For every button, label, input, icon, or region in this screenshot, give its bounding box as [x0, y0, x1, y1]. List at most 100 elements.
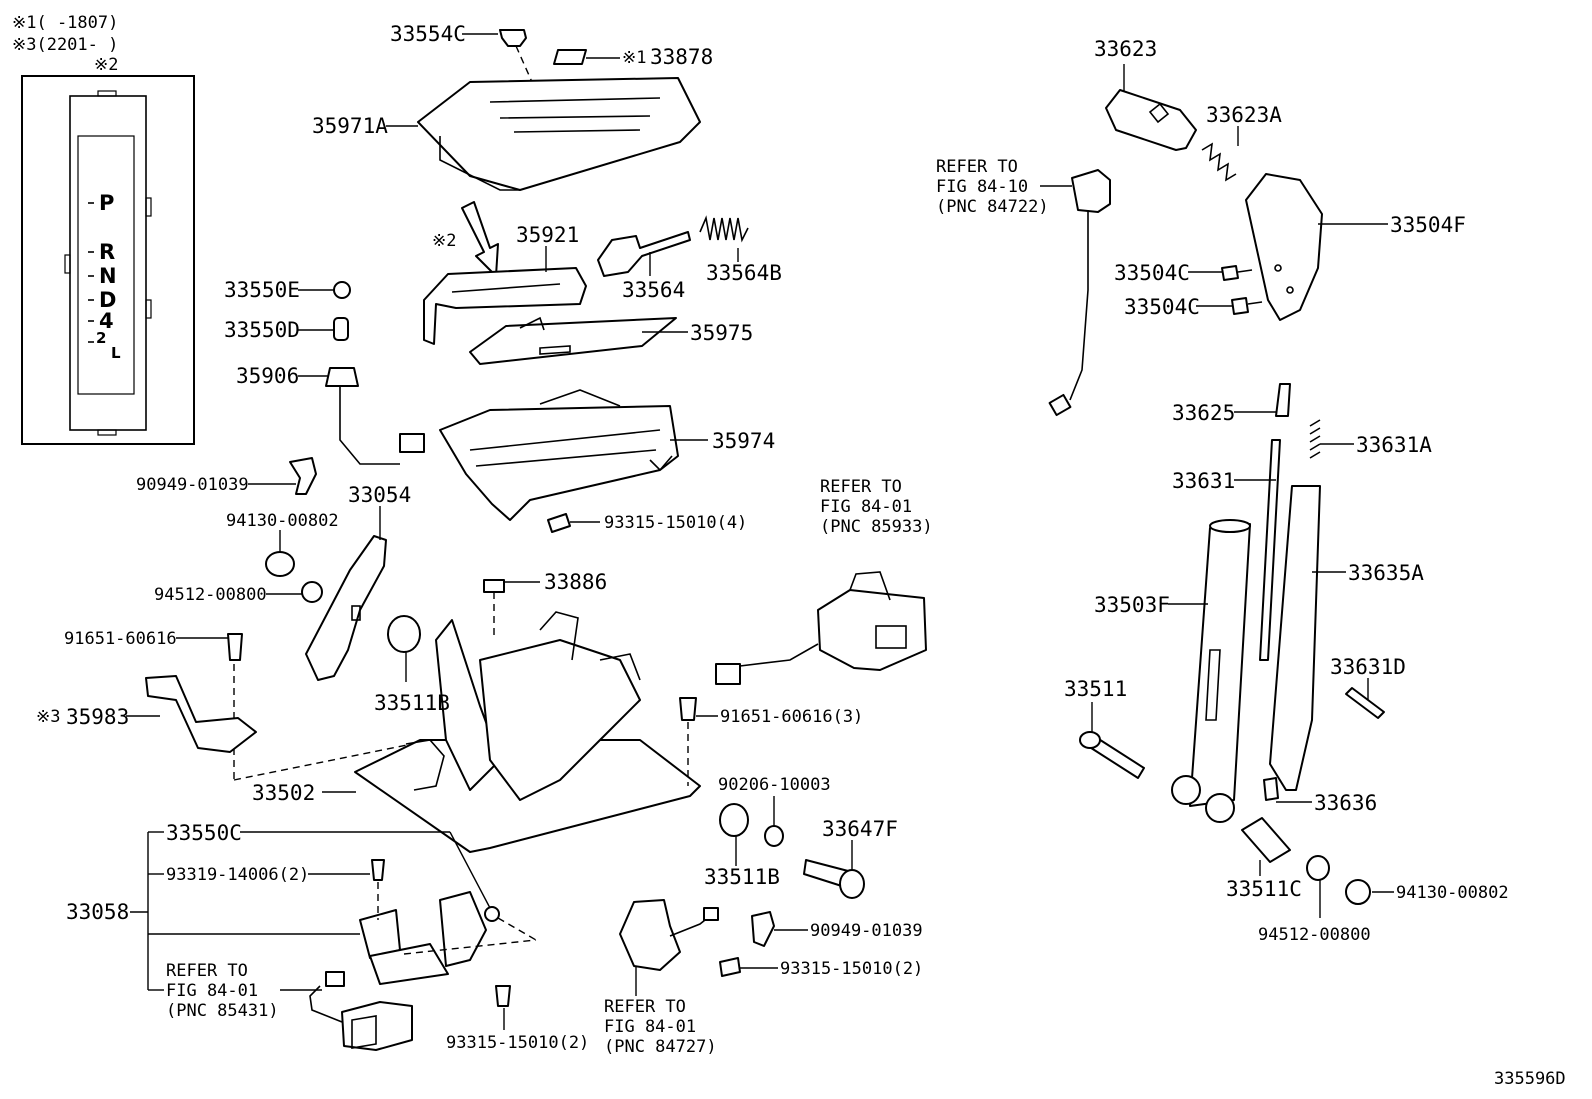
svg-text:(PNC 84727): (PNC 84727) [604, 1037, 717, 1057]
part-33631D [1345, 687, 1385, 719]
inset-mark: ※2 [94, 55, 118, 75]
part-93315-15010-2b [719, 957, 741, 977]
label-33631D: 33631D [1330, 655, 1406, 679]
plug-84722 [1048, 393, 1072, 417]
label-93315-15010-2a: 93315-15010(2) [446, 1033, 589, 1053]
base-body [479, 639, 641, 801]
label-33631: 33631 [1172, 469, 1235, 493]
shift-base-group [233, 579, 701, 853]
label-33511B-a: 33511B [374, 691, 450, 715]
label-33554C: 33554C [390, 22, 466, 46]
solenoid-group [309, 859, 537, 1051]
label-90949-01039-b: 90949-01039 [810, 921, 923, 941]
part-91651-60616-a [227, 633, 243, 661]
label-33504C-a: 33504C [1114, 261, 1190, 285]
label-33635A: 33635A [1348, 561, 1424, 585]
label-35906: 35906 [236, 364, 299, 388]
label-33504F: 33504F [1390, 213, 1466, 237]
label-33623A: 33623A [1206, 103, 1282, 127]
part-33631 [1259, 439, 1281, 661]
svg-text:FIG 84-01: FIG 84-01 [604, 1017, 696, 1037]
screw-93315-4 [547, 513, 571, 533]
label-33623: 33623 [1094, 37, 1157, 61]
label-33511C: 33511C [1226, 877, 1302, 901]
part-35906 [325, 367, 359, 387]
svg-text:REFER TO: REFER TO [166, 961, 248, 981]
part-labels: 33554C ※1 33878 35971A ※2 35921 33564 33… [36, 22, 1566, 1089]
svg-text:(PNC 85933): (PNC 85933) [820, 517, 933, 537]
label-33625: 33625 [1172, 401, 1235, 425]
part-33554C [499, 29, 527, 47]
svg-text:FIG 84-01: FIG 84-01 [820, 497, 912, 517]
shift-cover-group [417, 29, 749, 533]
solenoid-85431 [341, 1001, 413, 1051]
note-1: ※1( -1807) [12, 13, 118, 33]
part-33636 [1263, 777, 1279, 801]
shift-knob-group [1048, 89, 1323, 417]
gate-l: L [111, 344, 121, 362]
part-33511B-a [387, 615, 421, 653]
part-91651-60616-3 [679, 697, 697, 721]
shift-lever-group [1079, 383, 1385, 905]
label-94512-00800-b: 94512-00800 [1258, 925, 1371, 945]
gate-4: 4 [99, 309, 114, 333]
part-35921 [423, 267, 587, 345]
part-35974 [439, 405, 679, 521]
diagram-id: 335596D [1494, 1069, 1566, 1089]
refer-85933: REFER TO FIG 84-01 (PNC 85933) [820, 477, 933, 537]
part-33623 [1105, 89, 1197, 151]
plug-85933 [715, 663, 741, 685]
refer-84727: REFER TO FIG 84-01 (PNC 84727) [604, 997, 717, 1057]
gate-r: R [99, 240, 115, 264]
part-33058-plate [369, 943, 449, 985]
part-35975 [469, 317, 677, 365]
plug-84727 [703, 907, 719, 921]
part-94512-00800-a [301, 581, 323, 603]
part-33635A [1269, 485, 1321, 791]
switch-84727-group [619, 803, 865, 977]
refer-85431: REFER TO FIG 84-01 (PNC 85431) [166, 961, 279, 1021]
part-33511C [1241, 817, 1291, 863]
label-35974: 35974 [712, 429, 775, 453]
gate-2: 2 [96, 329, 106, 347]
part-33564 [597, 231, 691, 277]
part-90949-01039-b [751, 911, 775, 947]
label-90949-01039-a: 90949-01039 [136, 475, 249, 495]
part-94512-00800-b [1306, 855, 1330, 881]
note-3: ※3(2201- ) [12, 35, 118, 55]
part-33511B-b [719, 803, 749, 837]
svg-text:REFER TO: REFER TO [820, 477, 902, 497]
svg-text:REFER TO: REFER TO [936, 157, 1018, 177]
part-33504C-a [1221, 265, 1239, 281]
label-33054: 33054 [348, 483, 411, 507]
switch-84727 [619, 899, 681, 971]
leader-lines [126, 33, 1394, 1030]
part-94130-00802-a [265, 551, 295, 577]
part-33878 [553, 49, 587, 65]
gate-n: N [99, 264, 117, 288]
part-33886 [483, 579, 505, 593]
label-33631A: 33631A [1356, 433, 1432, 457]
svg-text:FIG 84-10: FIG 84-10 [936, 177, 1028, 197]
label-93319-14006-2: 93319-14006(2) [166, 865, 309, 885]
svg-text:FIG 84-01: FIG 84-01 [166, 981, 258, 1001]
gate-indicator-inset: ※1( -1807) ※3(2201- ) ※2 P R N D 4 2 L [12, 13, 195, 445]
lever-pivot-b [1205, 793, 1235, 823]
label-93315-15010-2b: 93315-15010(2) [780, 959, 923, 979]
label-33511B-b: 33511B [704, 865, 780, 889]
part-33054 [305, 535, 387, 681]
part-35983 [145, 675, 257, 753]
label-94512-00800-a: 94512-00800 [154, 585, 267, 605]
mark-33878: ※1 [622, 48, 646, 68]
label-35983: 35983 [66, 705, 129, 729]
label-35921: 35921 [516, 223, 579, 247]
lever-top [1209, 519, 1251, 533]
label-33504C-b: 33504C [1124, 295, 1200, 319]
part-33550D [333, 317, 349, 341]
mark-35921: ※2 [432, 231, 456, 251]
part-33504C-b [1231, 297, 1249, 315]
label-33550C: 33550C [166, 821, 242, 845]
label-33878: 33878 [650, 45, 713, 69]
label-33564B: 33564B [706, 261, 782, 285]
